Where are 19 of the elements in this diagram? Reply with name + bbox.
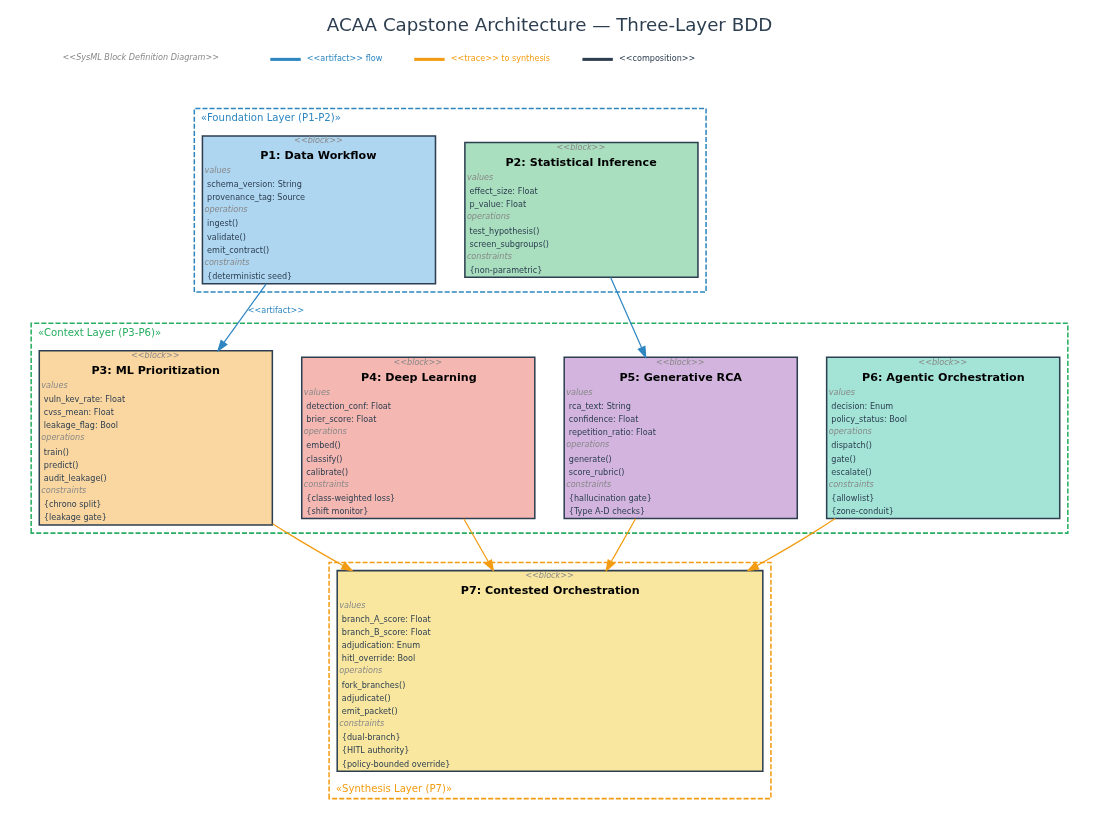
arrow	[745, 517, 836, 572]
node-box: <<block>> P4: Deep Learning values detection_conf: Float brier_score: Float operations embed() classify() calibrate() constraints {class-weighted loss} {shift monitor}	[300, 356, 536, 520]
arrow	[462, 518, 494, 573]
legend-label: <<artifact>> flow	[306, 53, 382, 64]
diagram-title: ACAA Capstone Architecture — Three-Layer BDD	[326, 13, 772, 35]
arrow	[216, 283, 267, 353]
edge-label: <<artifact>>	[247, 304, 304, 315]
node-box: <<block>> P1: Data Workflow values schema_version: String provenance_tag: Source operations ingest() validate() emit_contract() constraints {deterministic seed}	[201, 135, 436, 285]
arrow	[609, 276, 646, 359]
node-box: <<block>> P2: Statistical Inference values effect_size: Float p_value: Float operations test_hypothesis() screen_subgroups() constraints {non-parametric}	[463, 141, 699, 278]
legend-label: <<composition>>	[618, 53, 695, 64]
node-box: <<block>> P5: Generative RCA values rca_text: String confidence: Float repetition_ratio: Float operations generate() score_rubric() constraints {hallucination gate} {Type A-D checks}	[562, 356, 798, 520]
arrow	[604, 518, 636, 573]
node-box: <<block>> P7: Contested Orchestration values branch_A_score: Float branch_B_score: Float adjudication: Enum hitl_override: Bool operations fork_branches() adjudicate() emit_packet() constraints {dual-branch} {HITL authority} {policy-bounded override}	[335, 569, 764, 773]
label: <<SysML Block Definition Diagram>>	[62, 51, 219, 62]
node-box: <<block>> P6: Agentic Orchestration values decision: Enum policy_status: Bool operations dispatch() gate() escalate() constraints {allowlist} {zone-conduit}	[825, 356, 1060, 520]
node-box: <<block>> P3: ML Prioritization values vuln_kev_rate: Float cvss_mean: Float leakage_flag: Bool operations train() predict() audit_leakage() constraints {chrono split} {leakage gate}	[38, 349, 273, 526]
arrow	[271, 523, 354, 572]
legend-label: <<trace>> to synthesis	[450, 53, 550, 64]
